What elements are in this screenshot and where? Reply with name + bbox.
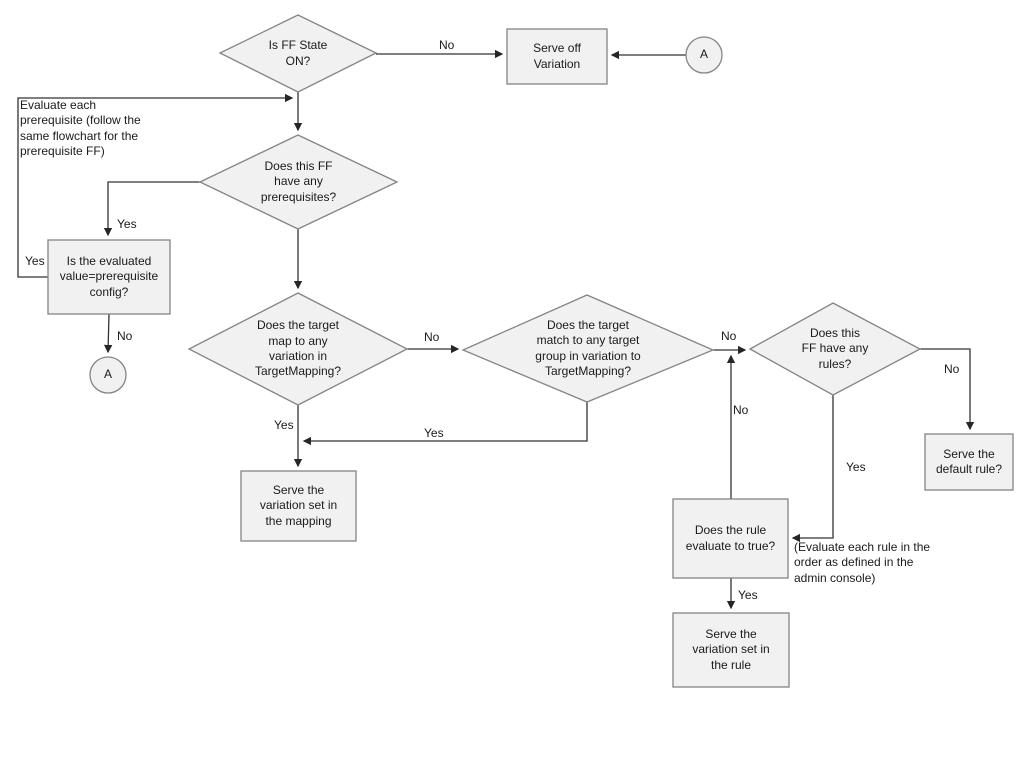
edge-hasrules-servedefault (920, 348, 975, 431)
edge-label-targetmap-no: No (424, 330, 440, 344)
prerequisite-note: Evaluate each prerequisite (follow the s… (20, 98, 141, 159)
edge-label-prereqeval-no: No (117, 329, 133, 343)
serve-default-rule-box (924, 433, 1014, 491)
serve-rule-variation-box (672, 612, 790, 688)
serve-mapping-variation-box (240, 470, 357, 542)
edge-hasrules-ruleeval (791, 395, 834, 543)
rule-evaluate-box (672, 498, 789, 579)
edge-targetgroup-servemapping (302, 402, 588, 446)
prereq-config-box (47, 239, 171, 315)
edge-label-targetgroup-no: No (721, 329, 737, 343)
edge-label-ruleeval-no: No (733, 403, 749, 417)
edge-label-ruleeval-yes: Yes (738, 588, 758, 602)
ff-state-diamond (218, 14, 378, 93)
edge-label-hasrules-no: No (944, 362, 960, 376)
edge-label-targetmap-yes: Yes (274, 418, 294, 432)
target-mapping-diamond (187, 292, 409, 406)
edge-label-hasrules-yes: Yes (846, 460, 866, 474)
rule-order-note: (Evaluate each rule in the order as defi… (794, 540, 931, 585)
prerequisites-diamond (198, 134, 399, 230)
edge-prereqeval-loop-back (17, 93, 294, 278)
connector-a-circle-top (685, 36, 723, 74)
edge-label-prereqs-yes: Yes (117, 217, 137, 231)
edge-label-ffstate-no: No (439, 38, 455, 52)
edge-prereqs-prereqeval (103, 181, 200, 237)
edge-label-targetgroup-yes: Yes (424, 426, 444, 440)
target-group-diamond (461, 294, 715, 403)
connector-a-circle-left (89, 356, 127, 394)
serve-off-variation-box (506, 28, 608, 85)
has-rules-diamond (748, 302, 922, 396)
edge-label-loop-yes: Yes (25, 254, 45, 268)
edge-prereqeval-a (103, 313, 113, 354)
